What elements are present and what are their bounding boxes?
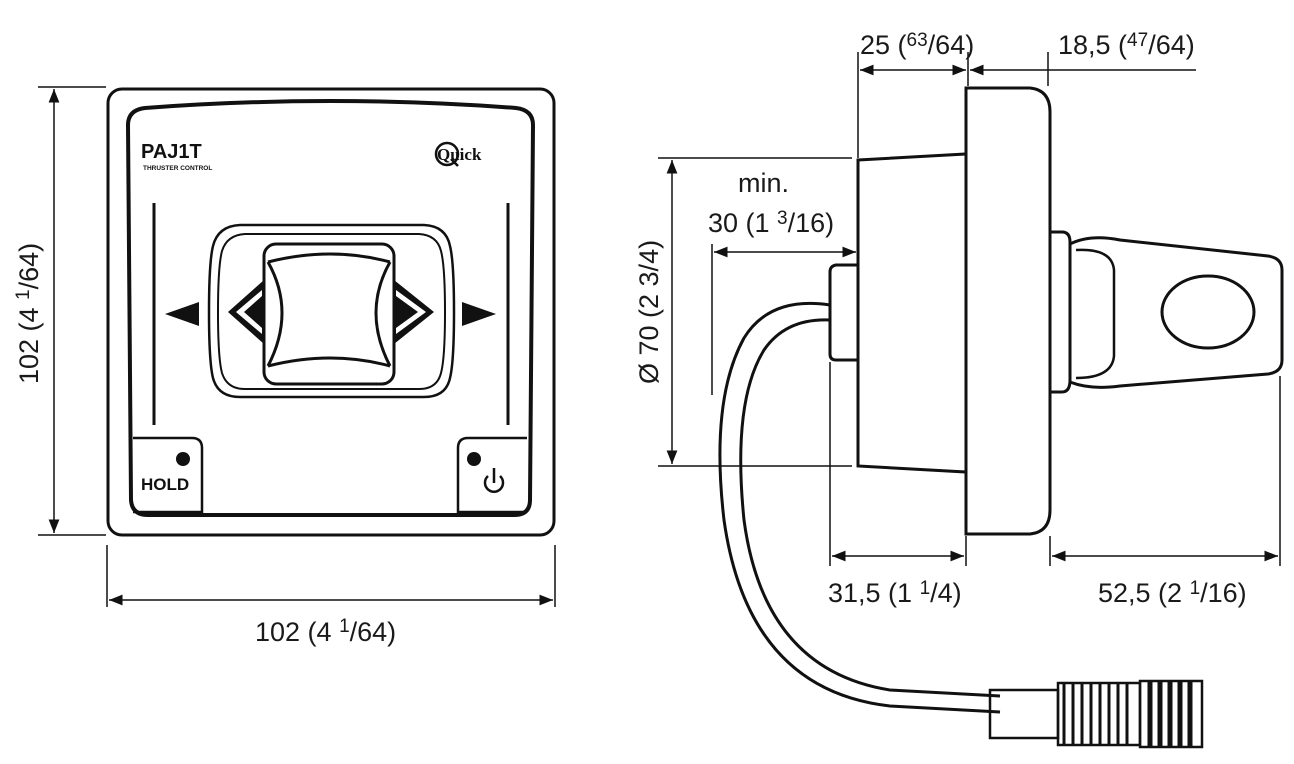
power-indicator-led [467,452,481,466]
front-width-label: 102 (4 1/64) [255,616,396,647]
joystick-lever [262,242,396,386]
min-clearance-label: 30 (1 3/16) [708,208,834,238]
min-clearance-dimension: min. 30 (1 3/16) [708,168,856,395]
diameter-label: Ø 70 (2 3/4) [634,240,664,384]
diameter-dimension: Ø 70 (2 3/4) [634,157,852,467]
front-height-label: 102 (4 1/64) [13,243,44,384]
power-icon [483,468,505,493]
rear-connector-stub [828,263,858,362]
front-panel-side [964,86,1052,536]
quick-logo: Quick [434,141,482,167]
front-width-dimension: 102 (4 1/64) [106,545,556,647]
panel-outer-plate [106,87,556,537]
cable-connector [988,679,1204,749]
knob-collar [1075,248,1116,380]
dim-panel-thickness-label: 18,5 (47/64) [1058,30,1195,60]
knob-base [1050,230,1072,394]
brand-subtitle: THRUSTER CONTROL [143,165,212,172]
logo-text: Quick [437,145,482,164]
side-bottom-dimensions: 31,5 (1 1/4) 52,5 (2 1/16) [828,362,1281,608]
power-button [456,436,527,514]
cable [718,301,1001,714]
front-view: PAJ1T THRUSTER CONTROL Quick [13,86,556,647]
dim-rear-depth-label: 31,5 (1 1/4) [828,578,962,608]
joystick-housing-outer [207,223,456,399]
hold-label: HOLD [141,475,189,494]
side-top-dimensions: 25 (63/64) 18,5 (47/64) [857,30,1196,158]
dim-depth-rear-label: 25 (63/64) [860,30,974,60]
left-grip-ridges [228,280,264,344]
cable-inner [739,318,1001,698]
side-view: 25 (63/64) 18,5 (47/64) min. 30 (1 3/16)… [634,30,1284,749]
panel-inner-face [125,99,536,517]
joystick-knob-side [1069,236,1284,389]
front-height-dimension: 102 (4 1/64) [13,86,106,536]
knob-grip-oval [1160,274,1256,350]
joystick-housing-inner [216,233,447,390]
right-arrow-icon [462,302,496,326]
right-grip-ridges [394,280,434,344]
dim-knob-depth-label: 52,5 (2 1/16) [1098,578,1247,608]
rear-body [856,152,968,474]
left-arrow-icon [165,302,199,326]
brand-model: PAJ1T [141,141,202,163]
hold-button: HOLD [133,436,204,514]
hold-indicator-led [176,452,190,466]
min-label: min. [738,168,789,198]
